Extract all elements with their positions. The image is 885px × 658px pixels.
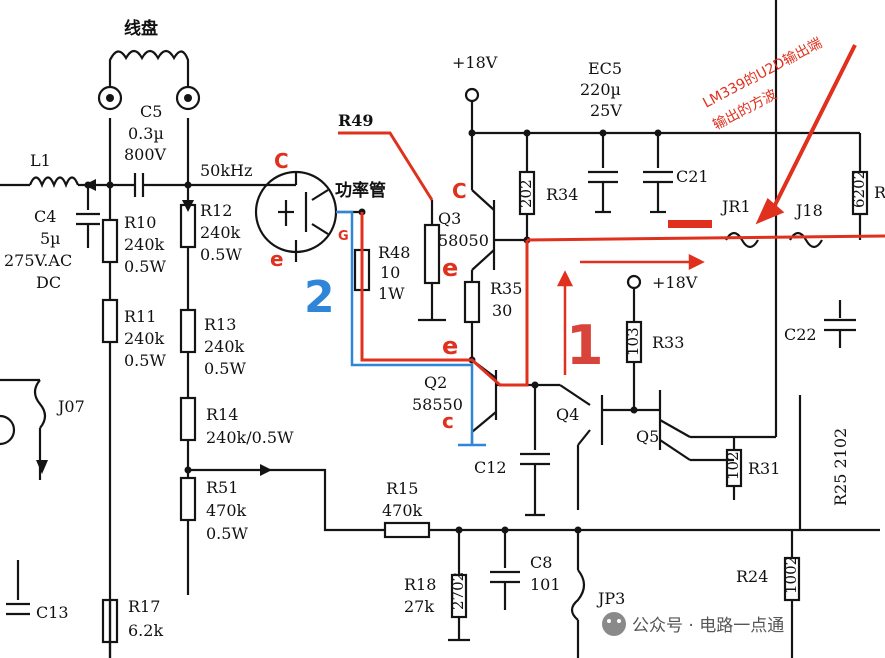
r13-watt: 0.5W xyxy=(204,359,246,378)
r24-label: R24 xyxy=(736,567,768,586)
r24-code: 1002 xyxy=(782,556,800,594)
r12-label: R12 xyxy=(200,201,232,220)
v18-top-label: +18V xyxy=(452,53,498,72)
r11-value: 240k xyxy=(124,329,165,348)
q4-label: Q4 xyxy=(556,405,579,424)
wechat-icon xyxy=(602,612,626,636)
r51-label: R51 xyxy=(206,478,238,497)
jr1-label: JR1 xyxy=(720,197,751,216)
r34-code: 202 xyxy=(517,179,535,208)
ec5-label: EC5 xyxy=(588,59,622,78)
v18-mid-label: +18V xyxy=(652,273,698,292)
c4-value: 5µ xyxy=(40,229,61,248)
r35-label: R35 xyxy=(490,279,522,298)
coil-label: 线盘 xyxy=(124,18,158,39)
q2-number: 58550 xyxy=(412,395,463,414)
watermark-text: 公众号 · 电路一点通 xyxy=(632,616,784,636)
red-signal-path xyxy=(338,131,885,387)
r31-code: 102 xyxy=(724,451,742,480)
q2-e-label: e xyxy=(442,332,458,360)
r13-label: R13 xyxy=(204,315,236,334)
j18-label: J18 xyxy=(794,201,823,220)
ec5-voltage: 25V xyxy=(590,101,622,120)
ec5-value: 220µ xyxy=(580,80,621,99)
r34-label: R34 xyxy=(546,185,578,204)
jp3-label: JP3 xyxy=(596,589,625,608)
q2-label: Q2 xyxy=(424,373,447,392)
r10-value: 240k xyxy=(124,235,165,254)
c8-label: C8 xyxy=(530,553,552,572)
r12-watt: 0.5W xyxy=(200,245,242,264)
q3-label: Q3 xyxy=(438,209,461,228)
q3-c-label: C xyxy=(452,179,467,203)
red-arrows xyxy=(556,44,857,375)
watermark: 公众号 · 电路一点通 xyxy=(602,612,784,636)
r15-value: 470k xyxy=(382,501,423,520)
r17-value: 6.2k xyxy=(128,621,163,640)
r11-label: R11 xyxy=(124,307,156,326)
c5-voltage: 800V xyxy=(124,145,167,164)
r31-label: R31 xyxy=(748,459,780,478)
c5-label: C5 xyxy=(140,102,162,121)
c21-label: C21 xyxy=(676,167,709,186)
r10-label: R10 xyxy=(124,213,156,232)
r18-code: 2702 xyxy=(449,572,467,610)
blue-gate-path xyxy=(336,210,486,447)
r-right-code: 6202 xyxy=(850,170,868,208)
r-right-label: R xyxy=(874,183,885,202)
q3-e-label: e xyxy=(442,254,458,282)
r10-watt: 0.5W xyxy=(124,257,166,276)
r12-value: 240k xyxy=(200,223,241,242)
q5-label: Q5 xyxy=(636,427,659,446)
r49-label: R49 xyxy=(338,111,374,130)
r11-watt: 0.5W xyxy=(124,351,166,370)
annotation-number-2: 2 xyxy=(304,272,335,323)
r51-watt: 0.5W xyxy=(206,524,248,543)
igbt-g-label: G xyxy=(338,229,349,244)
red-marker xyxy=(668,220,712,228)
r18-value: 27k xyxy=(404,597,434,616)
l1-label: L1 xyxy=(30,151,51,170)
r14-value: 240k/0.5W xyxy=(206,428,294,447)
r48-watt: 1W xyxy=(378,284,405,303)
r17-label: R17 xyxy=(128,597,160,616)
r48-label: R48 xyxy=(378,243,410,262)
freq-label: 50kHz xyxy=(200,161,252,180)
r13-value: 240k xyxy=(204,337,245,356)
wire-arrows xyxy=(36,179,272,476)
c5-value: 0.3µ xyxy=(128,124,164,143)
q3-number: 58050 xyxy=(438,231,489,250)
c12-label: C12 xyxy=(474,458,507,477)
component-labels: 线盘 +18V EC5 220µ 25V C5 0.3µ 800V L1 50k… xyxy=(4,18,885,640)
q2-c-label: c xyxy=(442,409,454,433)
r35-value: 30 xyxy=(492,301,512,320)
r14-label: R14 xyxy=(206,405,238,424)
j07-label: J07 xyxy=(56,397,85,416)
c22-label: C22 xyxy=(784,325,817,344)
annotation-number-1: 1 xyxy=(566,314,604,377)
igbt-e-label: e xyxy=(270,247,284,271)
c4-voltage: 275V.AC xyxy=(4,251,72,270)
power-tube-label: 功率管 xyxy=(335,180,386,201)
r51-value: 470k xyxy=(206,501,247,520)
r33-code: 103 xyxy=(624,327,642,356)
r18-label: R18 xyxy=(404,575,436,594)
c13-label: C13 xyxy=(36,603,69,622)
r25-label: R25 2102 xyxy=(831,428,850,506)
r48-value: 10 xyxy=(380,263,400,282)
r33-label: R33 xyxy=(652,333,684,352)
igbt-c-label: C xyxy=(274,149,289,173)
c4-label: C4 xyxy=(34,207,56,226)
c8-value: 101 xyxy=(530,575,561,594)
r15-label: R15 xyxy=(386,479,418,498)
c4-dc: DC xyxy=(36,273,61,292)
